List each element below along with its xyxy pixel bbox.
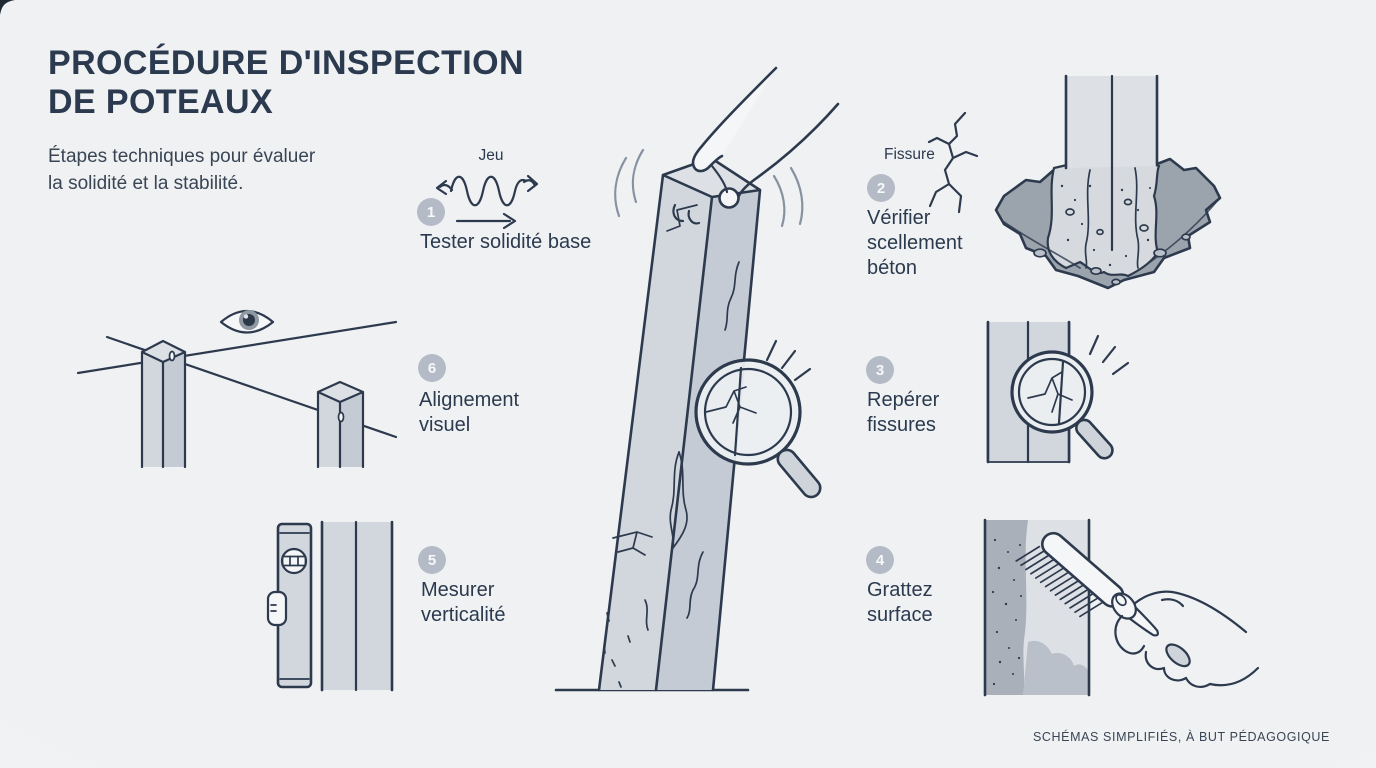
step-5-badge: 5 (418, 546, 446, 574)
center-pole-illustration (554, 66, 840, 692)
shine-lines (765, 339, 812, 382)
oscillation-icon (435, 174, 539, 207)
arrow-right-icon (455, 212, 517, 230)
pole-cracks (603, 204, 740, 688)
find-cracks-illustration (986, 320, 1130, 464)
eye-icon (219, 309, 275, 334)
page-title: PROCÉDURE D'INSPECTION DE POTEAUX (48, 44, 524, 122)
footer-note: SCHÉMAS SIMPLIFIÉS, À BUT PÉDAGOGIQUE (1032, 730, 1330, 744)
near-pole (316, 380, 365, 469)
title-line-1: PROCÉDURE D'INSPECTION (48, 44, 524, 82)
step-1-badge: 1 (417, 198, 445, 226)
level-illustration (266, 520, 394, 692)
spirit-level-icon (266, 522, 313, 689)
step-1-annotation: Jeu (478, 147, 504, 164)
subtitle-line-2: la solidité et la stabilité. (48, 173, 244, 194)
magnifier-icon (694, 358, 822, 499)
concrete-base-illustration (994, 74, 1222, 290)
scrape-speckles (991, 538, 1022, 686)
shine-lines (1088, 334, 1130, 376)
subtitle-line-1: Étapes techniques pour évaluer (48, 146, 316, 167)
step-6-badge: 6 (418, 354, 446, 382)
step-4-label: Grattez surface (867, 579, 933, 626)
pebbles (1033, 198, 1191, 286)
step-3-label: Repérer fissures (867, 389, 940, 436)
vibration-arcs (614, 148, 804, 228)
hand-icon (1111, 590, 1260, 688)
page-subtitle: Étapes techniques pour évaluer la solidi… (48, 143, 315, 197)
step-2-annotation: Fissure (884, 146, 935, 163)
step-3-badge: 3 (866, 356, 894, 384)
brush-surface-illustration (983, 518, 1260, 697)
step-5-label: Mesurer verticalité (421, 579, 506, 626)
corner-artifact (0, 0, 15, 15)
step-1-label: Tester solidité base (420, 231, 592, 253)
step-4-badge: 4 (866, 546, 894, 574)
step-2-badge: 2 (867, 174, 895, 202)
stain (1023, 640, 1089, 695)
scraped-area (985, 520, 1028, 695)
cracked-seal (1046, 151, 1161, 278)
speckles (1060, 184, 1151, 267)
title-line-2: DE POTEAUX (48, 83, 274, 121)
pole-section (320, 520, 394, 692)
hand-icon (672, 66, 840, 225)
alignment-illustration (76, 309, 398, 469)
crack-icon (927, 111, 979, 214)
far-pole (140, 339, 187, 469)
magnifier-icon (1010, 350, 1114, 460)
step-6-label: Alignement visuel (419, 389, 520, 436)
step-2-label: Vérifier scellement béton (867, 207, 963, 279)
